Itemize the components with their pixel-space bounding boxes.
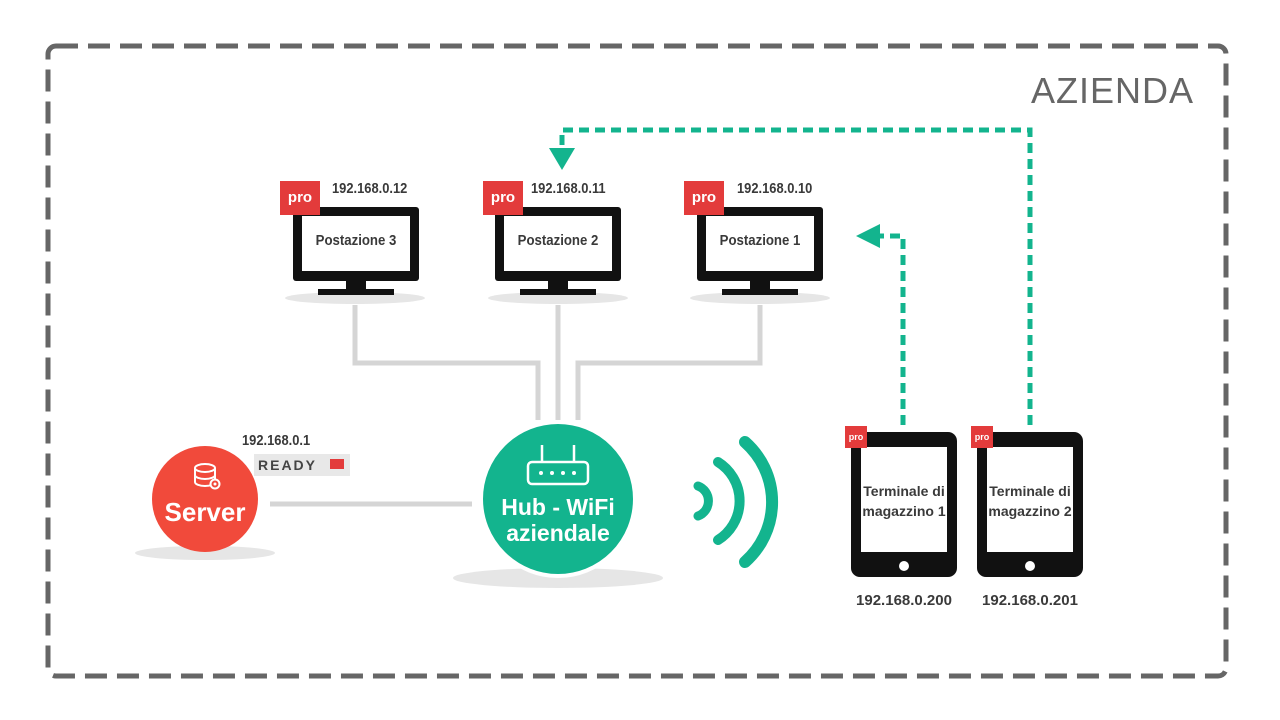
link-terminal-1 xyxy=(880,233,906,425)
wifi-signal-icon xyxy=(693,436,779,568)
tablet-terminal-1 xyxy=(851,432,957,577)
pro-badge: pro xyxy=(483,181,523,215)
arrow-head-icon xyxy=(856,224,880,248)
terminal-name-line-1: Terminale di xyxy=(989,483,1071,499)
ethernet-cables xyxy=(270,305,763,507)
monitor-postazione-1 xyxy=(690,207,830,304)
server-shadow xyxy=(135,546,275,560)
company-boundary xyxy=(45,43,1229,679)
hub-node xyxy=(479,420,637,578)
pro-badge: pro xyxy=(280,181,320,215)
server-ip: 192.168.0.1 xyxy=(242,432,311,449)
terminal-name-line-2: magazzino 1 xyxy=(862,503,946,519)
workstation-ip: 192.168.0.10 xyxy=(737,180,813,197)
terminal-name-line-2: magazzino 2 xyxy=(988,503,1072,519)
ready-label: READY xyxy=(258,457,318,473)
hub-label-line-1: Hub - WiFi xyxy=(501,494,615,520)
workstation-ip: 192.168.0.12 xyxy=(332,180,408,197)
workstation-name: Postazione 1 xyxy=(719,232,801,249)
terminal-name: Terminale di magazzino 1 xyxy=(861,481,947,521)
pro-badge: pro xyxy=(684,181,724,215)
pro-badge: pro xyxy=(845,426,867,448)
tablet-terminal-2 xyxy=(977,432,1083,577)
terminal-name-line-1: Terminale di xyxy=(863,483,945,499)
wireless-links xyxy=(559,127,1033,425)
company-title: AZIENDA xyxy=(1030,70,1194,111)
pro-badge: pro xyxy=(971,426,993,448)
hub-label: Hub - WiFi aziendale xyxy=(481,494,635,546)
terminal-name: Terminale di magazzino 2 xyxy=(987,481,1073,521)
workstation-name: Postazione 2 xyxy=(517,232,599,249)
database-gear-icon xyxy=(194,463,221,490)
server-node xyxy=(152,446,258,552)
monitor-postazione-2 xyxy=(488,207,628,304)
terminal-ip: 192.168.0.200 xyxy=(856,592,952,609)
cable-postazione-1 xyxy=(575,305,763,420)
ready-tag xyxy=(254,454,350,476)
router-icon xyxy=(526,445,590,486)
workstation-ip: 192.168.0.11 xyxy=(531,180,606,197)
link-terminal-2 xyxy=(559,127,1033,425)
arrow-head-icon xyxy=(549,148,575,170)
monitor-postazione-3 xyxy=(285,207,425,304)
terminal-ip: 192.168.0.201 xyxy=(982,592,1078,609)
hub-label-line-2: aziendale xyxy=(506,520,610,546)
server-label: Server xyxy=(164,497,246,527)
workstation-name: Postazione 3 xyxy=(315,232,397,249)
cable-postazione-3 xyxy=(352,305,541,420)
